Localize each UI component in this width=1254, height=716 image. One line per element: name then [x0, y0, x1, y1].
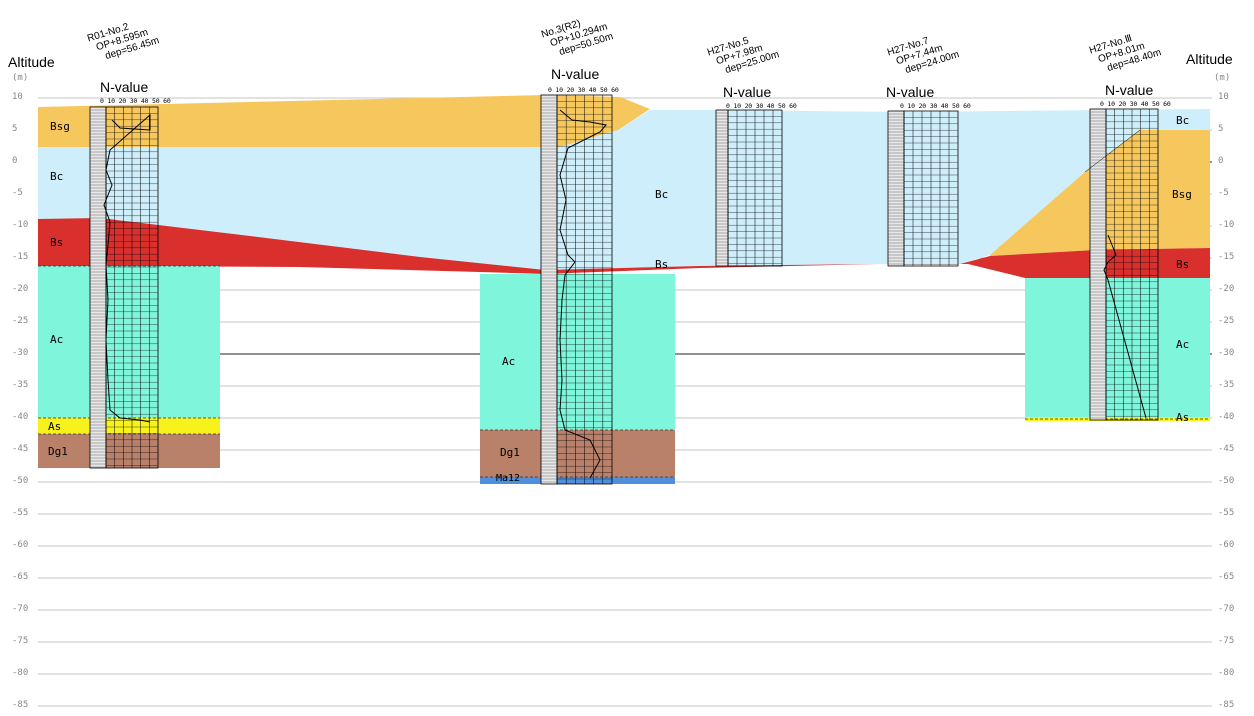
- altitude-tick-label: -35: [12, 380, 29, 390]
- altitude-tick-label: -60: [12, 540, 29, 550]
- layer-label-bs: Bs: [655, 258, 669, 271]
- axis-unit-right: (m): [1214, 73, 1231, 83]
- bs-layer: [38, 218, 1210, 278]
- n-scale-1: 0 10 20 30 40 50 60: [100, 97, 171, 105]
- altitude-tick-label: -40: [1218, 412, 1235, 422]
- altitude-tick-label: -10: [1218, 220, 1235, 230]
- marker-line: [1084, 129, 1141, 173]
- altitude-tick-label: -65: [1218, 572, 1235, 582]
- layer-label-ac: Ac: [1176, 338, 1190, 351]
- axis-title-left: Altitude: [8, 54, 55, 70]
- altitude-tick-label: -55: [1218, 508, 1235, 518]
- layer-label-bc: Bc: [655, 188, 669, 201]
- as-block-left: [38, 418, 220, 434]
- layer-label-ac: Ac: [502, 355, 516, 368]
- n-value-label-5: N-value: [1105, 82, 1154, 98]
- altitude-tick-label: -85: [12, 700, 29, 710]
- axis-unit-left: (m): [12, 73, 29, 83]
- altitude-tick-label: -20: [12, 284, 29, 294]
- altitude-tick-label: -75: [12, 636, 29, 646]
- layer-label-dg1: Dg1: [48, 445, 68, 458]
- altitude-tick-label: 5: [1218, 124, 1224, 134]
- altitude-tick-label: -10: [12, 220, 29, 230]
- layer-label-bsg: Bsg: [50, 120, 70, 133]
- borehole-column: [1089, 108, 1107, 421]
- altitude-tick-label: -15: [12, 252, 29, 262]
- altitude-tick-label: -40: [12, 412, 29, 422]
- n-scale-5: 0 10 20 30 40 50 60: [1100, 100, 1171, 108]
- bsg-layer-left: [38, 95, 650, 147]
- layer-label-bs: Bs: [1176, 258, 1190, 271]
- altitude-tick-label: -30: [1218, 348, 1235, 358]
- altitude-tick-label: -20: [1218, 284, 1235, 294]
- layer-label-as: As: [1176, 411, 1190, 424]
- borehole-column: [887, 110, 905, 267]
- layer-label-dg1: Dg1: [500, 446, 520, 459]
- altitude-tick-label: -55: [12, 508, 29, 518]
- altitude-tick-label: -85: [1218, 700, 1235, 710]
- altitude-tick-label: -70: [12, 604, 29, 614]
- axis-title-right: Altitude: [1186, 51, 1233, 67]
- altitude-tick-label: -50: [12, 476, 29, 486]
- altitude-tick-label: -15: [1218, 252, 1235, 262]
- ma12-block-mid: [480, 477, 675, 484]
- altitude-tick-label: -30: [12, 348, 29, 358]
- altitude-tick-label: -75: [1218, 636, 1235, 646]
- altitude-tick-label: -45: [12, 444, 29, 454]
- ac-block-right: [1025, 278, 1210, 419]
- n-value-curve: [103, 113, 151, 423]
- n-value-label-4: N-value: [886, 84, 935, 100]
- n-scale-2: 0 10 20 30 40 50 60: [548, 86, 619, 94]
- altitude-tick-label: -80: [1218, 668, 1235, 678]
- altitude-tick-label: 10: [12, 92, 23, 102]
- ac-block-mid: [480, 274, 675, 430]
- altitude-tick-label: 0: [12, 156, 18, 166]
- ac-block-left: [38, 266, 220, 418]
- layer-label-ac: Ac: [50, 333, 64, 346]
- altitude-tick-label: -50: [1218, 476, 1235, 486]
- n-scale-4: 0 10 20 30 40 50 60: [900, 102, 971, 110]
- altitude-tick-label: -5: [1218, 188, 1229, 198]
- altitude-tick-label: 0: [1218, 156, 1224, 166]
- layer-label-bc: Bc: [50, 170, 64, 183]
- altitude-tick-label: -60: [1218, 540, 1235, 550]
- n-value-label-2: N-value: [551, 66, 600, 82]
- layer-label-as: As: [48, 420, 62, 433]
- altitude-tick-label: -45: [1218, 444, 1235, 454]
- altitude-tick-label: -25: [1218, 316, 1235, 326]
- n-scale-3: 0 10 20 30 40 50 60: [726, 102, 797, 110]
- borehole-logs: [89, 94, 1159, 485]
- altitude-tick-label: -35: [1218, 380, 1235, 390]
- layer-label-ma12: Ma12: [496, 473, 521, 484]
- layer-label-bsg: Bsg: [1172, 188, 1192, 201]
- n-value-label-1: N-value: [100, 79, 149, 95]
- layer-label-bs: Bs: [50, 236, 64, 249]
- n-value-label-3: N-value: [723, 84, 772, 100]
- altitude-tick-label: -5: [12, 188, 23, 198]
- n-value-curve: [1103, 234, 1147, 419]
- borehole-column: [540, 94, 558, 485]
- altitude-tick-label: -70: [1218, 604, 1235, 614]
- layer-label-bc: Bc: [1176, 114, 1190, 127]
- altitude-tick-label: -25: [12, 316, 29, 326]
- altitude-tick-label: 5: [12, 124, 18, 134]
- altitude-tick-label: -80: [12, 668, 29, 678]
- altitude-tick-label: 10: [1218, 92, 1229, 102]
- n-value-curve: [559, 109, 607, 479]
- altitude-tick-label: -65: [12, 572, 29, 582]
